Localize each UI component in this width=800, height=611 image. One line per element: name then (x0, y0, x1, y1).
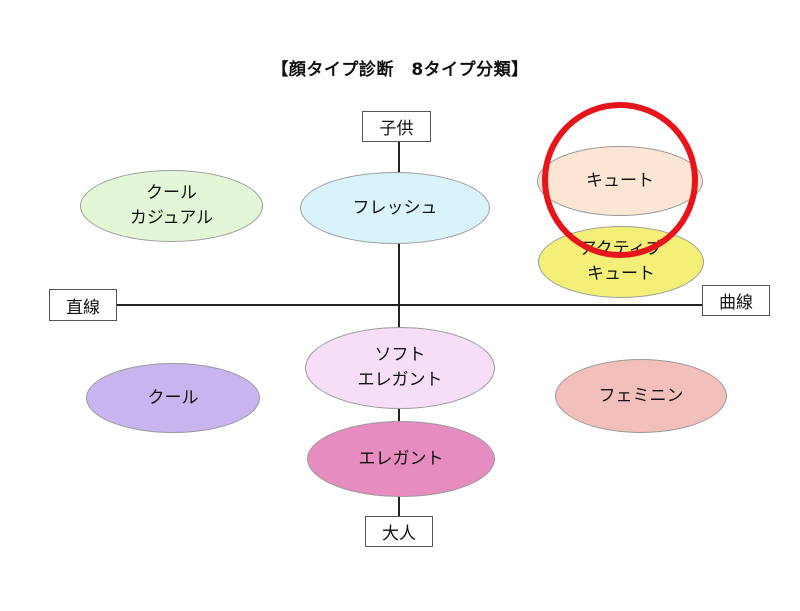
axis-label-left: 直線 (49, 289, 117, 321)
type-soft-elegant: ソフト エレガント (305, 327, 495, 409)
type-elegant: エレガント (307, 421, 495, 497)
axis-label-top: 子供 (362, 111, 431, 142)
horizontal-axis (117, 304, 703, 306)
type-cool: クール (86, 363, 260, 433)
type-fresh: フレッシュ (300, 172, 490, 244)
page-title: 【顔タイプ診断 8タイプ分類】 (271, 60, 529, 80)
highlight-circle (542, 102, 698, 258)
axis-label-right: 曲線 (702, 285, 770, 316)
type-cool-casual: クール カジュアル (80, 170, 263, 242)
type-feminine: フェミニン (555, 359, 727, 433)
axis-label-bottom: 大人 (365, 516, 433, 547)
